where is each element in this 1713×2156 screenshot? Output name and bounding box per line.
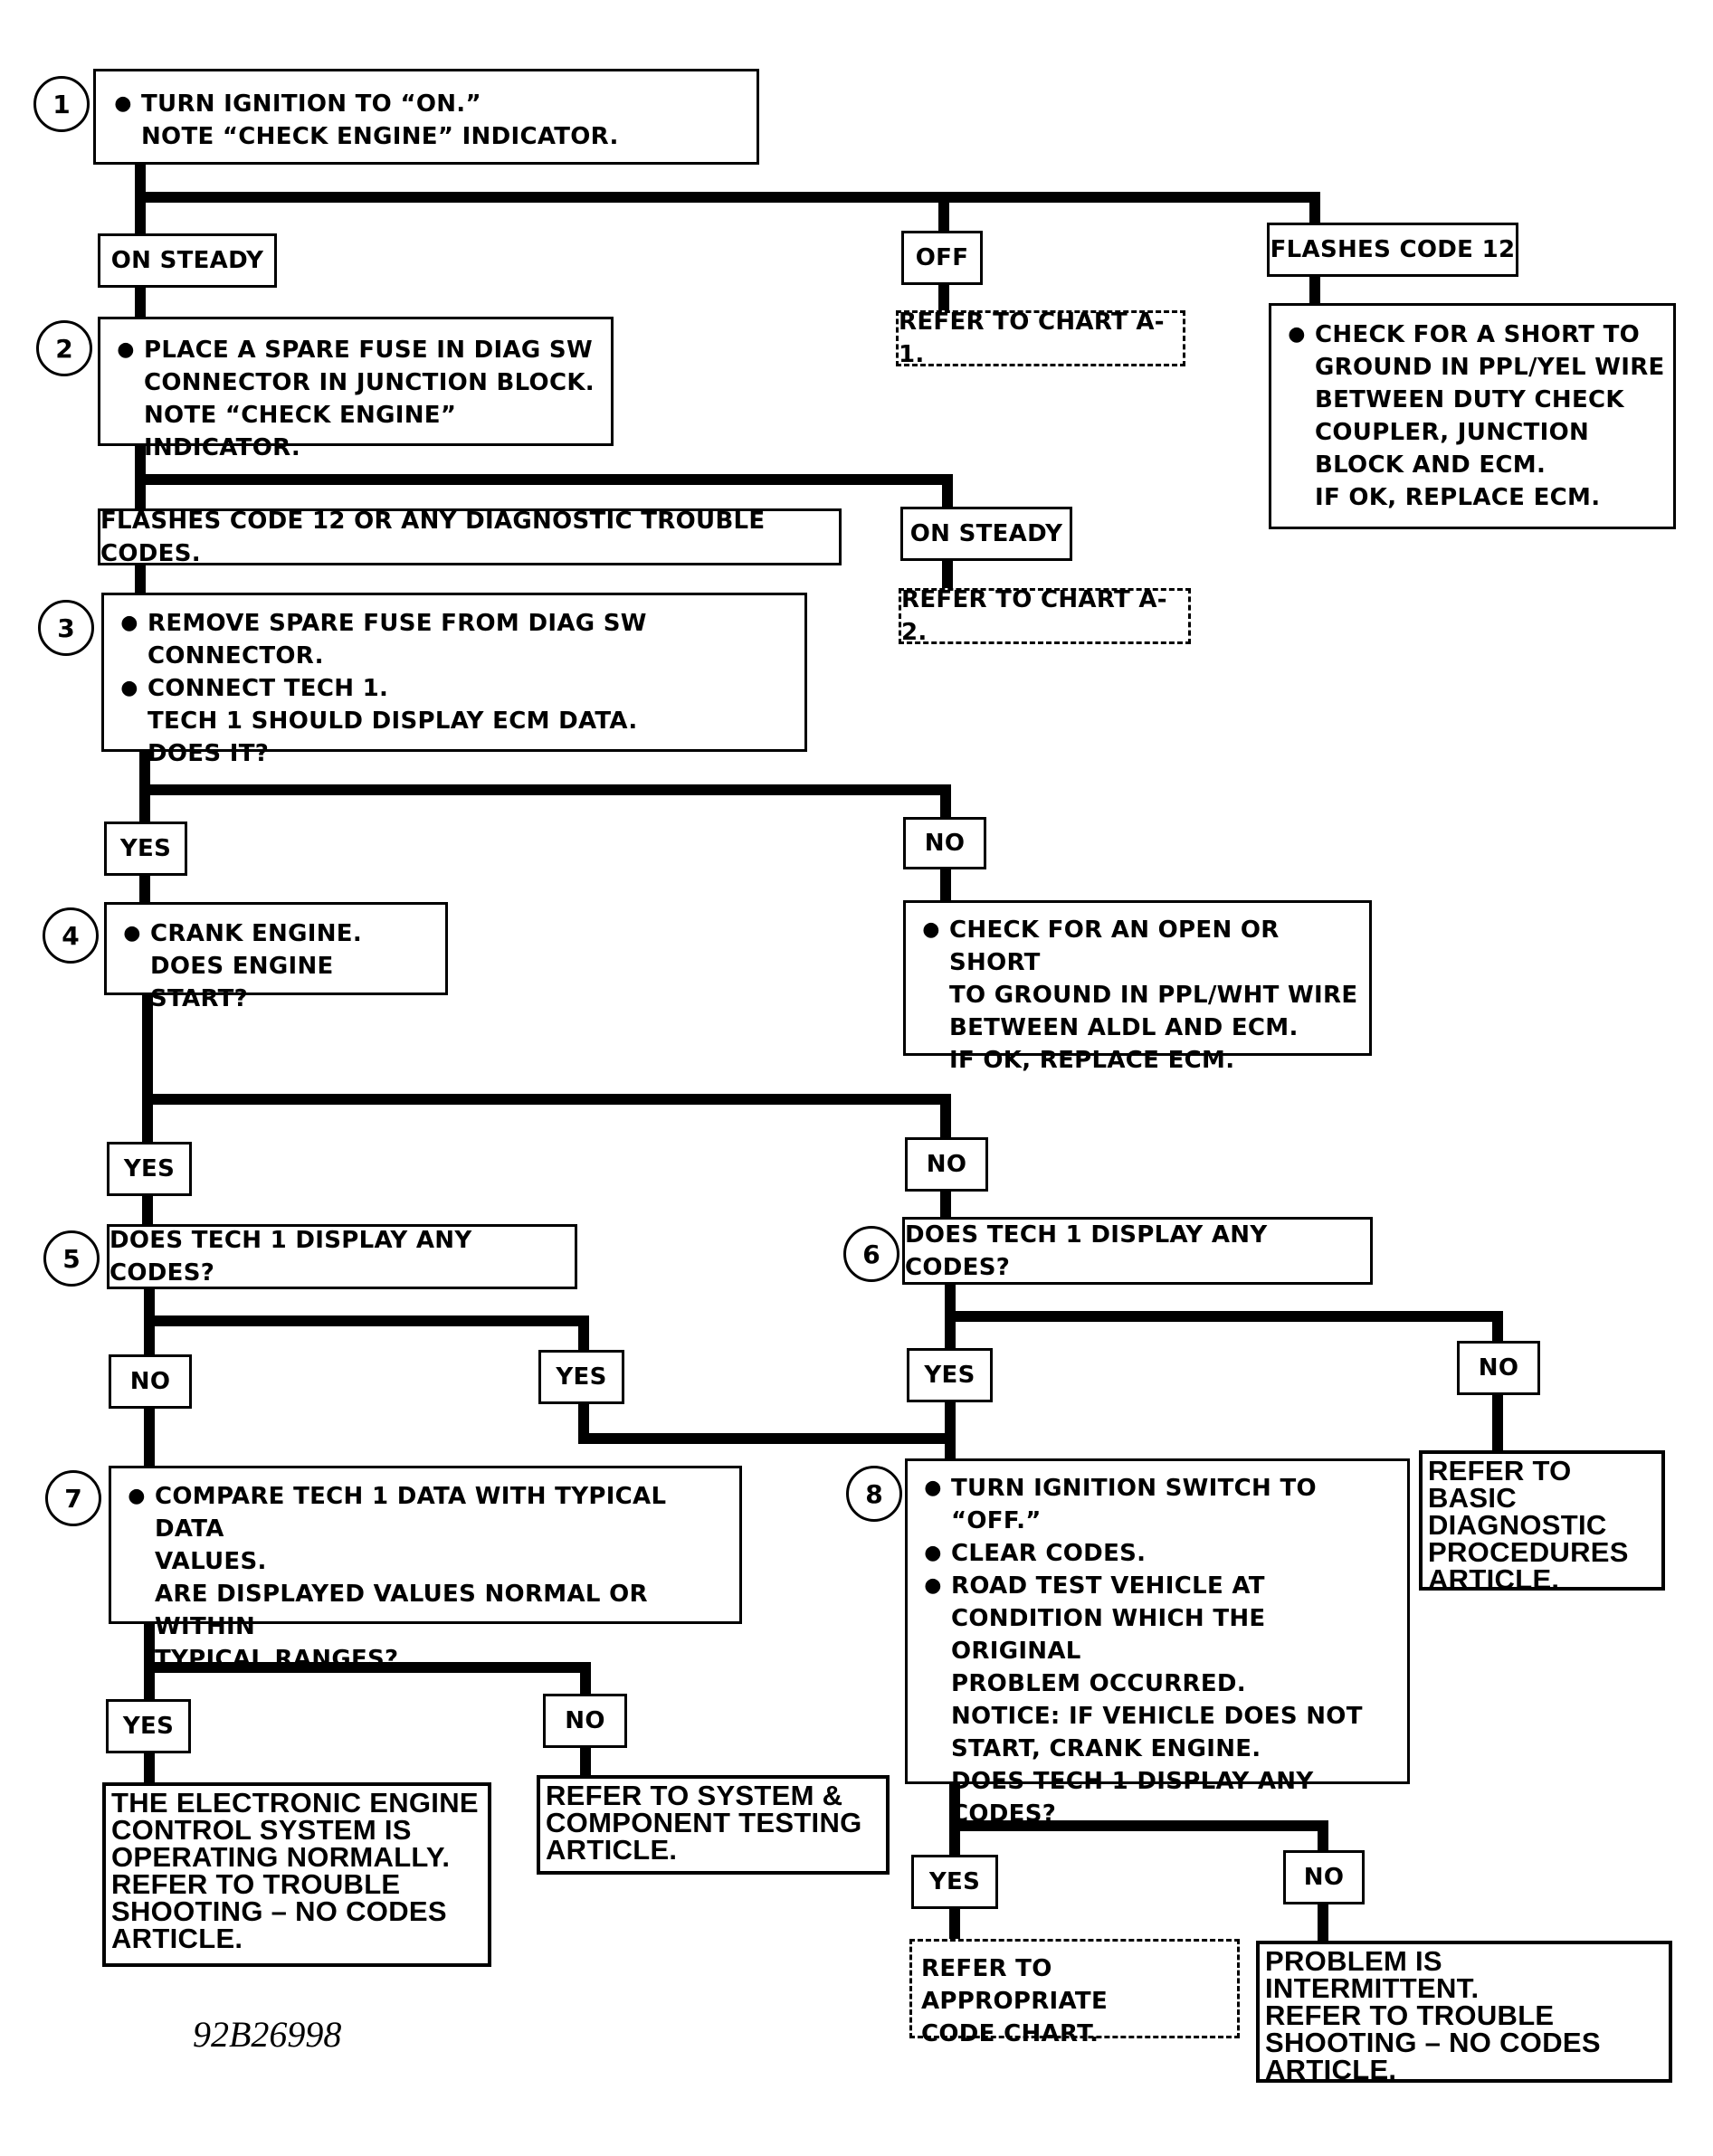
step-number: 7 — [64, 1483, 82, 1514]
label-no: NO — [1283, 1850, 1365, 1904]
step-8-marker: 8 — [846, 1466, 902, 1522]
step-number: 4 — [62, 920, 80, 951]
result-operating-normally: THE ELECTRONIC ENGINE CONTROL SYSTEM IS … — [102, 1782, 491, 1967]
label-yes: YES — [104, 822, 187, 876]
bullet-icon: ● — [924, 1574, 942, 1597]
label-yes: YES — [911, 1855, 998, 1909]
label-no: NO — [903, 817, 986, 869]
step-2-marker: 2 — [36, 320, 92, 376]
result-basic-diagnostic: REFER TO BASIC DIAGNOSTIC PROCEDURES ART… — [1419, 1450, 1665, 1593]
label-off: OFF — [901, 231, 983, 285]
bullet-icon: ● — [120, 677, 138, 699]
result-short-ppl-yel: ●CHECK FOR A SHORT TO GROUND IN PPL/YEL … — [1269, 303, 1676, 529]
step-text: NOTE “CHECK ENGINE” INDICATOR. — [141, 123, 619, 150]
bullet-icon: ● — [120, 612, 138, 634]
bullet-icon: ● — [924, 1477, 942, 1499]
step-5-box: DOES TECH 1 DISPLAY ANY CODES? — [107, 1224, 577, 1289]
label-on-steady: ON STEADY — [900, 507, 1072, 561]
step-text: TURN IGNITION TO “ON.” — [141, 90, 481, 118]
bullet-icon: ● — [123, 922, 141, 945]
step-number: 3 — [57, 613, 75, 643]
figure-id: 92B26998 — [193, 2014, 342, 2055]
bullet-icon: ● — [114, 92, 132, 115]
step-4-marker: 4 — [43, 907, 99, 964]
label-on-steady: ON STEADY — [98, 233, 277, 288]
label-yes: YES — [907, 1348, 993, 1402]
step-3-marker: 3 — [38, 600, 94, 656]
bullet-icon: ● — [1288, 323, 1306, 346]
result-system-component-testing: REFER TO SYSTEM & COMPONENT TESTING ARTI… — [537, 1775, 890, 1875]
step-number: 2 — [55, 333, 73, 364]
step-number: 8 — [865, 1478, 883, 1509]
result-problem-intermittent: PROBLEM IS INTERMITTENT. REFER TO TROUBL… — [1256, 1941, 1672, 2084]
step-number: 6 — [862, 1239, 880, 1269]
step-1-box: ● TURN IGNITION TO “ON.” NOTE “CHECK ENGI… — [93, 69, 759, 165]
step-4-box: ●CRANK ENGINE. DOES ENGINE START? — [104, 902, 448, 1012]
result-appropriate-code-chart: REFER TO APPROPRIATE CODE CHART. — [909, 1939, 1240, 2047]
label-no: NO — [543, 1694, 627, 1748]
step-6-marker: 6 — [843, 1226, 899, 1282]
step-number: 5 — [62, 1243, 81, 1274]
step-5-marker: 5 — [43, 1230, 100, 1287]
label-no: NO — [109, 1354, 192, 1409]
step-3-box: ●REMOVE SPARE FUSE FROM DIAG SW CONNECTO… — [101, 593, 807, 767]
label-flashes-any-codes: FLASHES CODE 12 OR ANY DIAGNOSTIC TROUBL… — [98, 508, 842, 567]
result-open-ppl-wht: ●CHECK FOR AN OPEN OR SHORT TO GROUND IN… — [903, 900, 1372, 1074]
bullet-icon: ● — [924, 1542, 942, 1564]
step-8-box: ●TURN IGNITION SWITCH TO “OFF.” ●CLEAR C… — [905, 1458, 1410, 1828]
step-number: 1 — [52, 89, 71, 119]
step-2-box: ●PLACE A SPARE FUSE IN DIAG SW CONNECTOR… — [98, 317, 614, 461]
bullet-icon: ● — [922, 918, 940, 941]
label-flashes-code-12: FLASHES CODE 12 — [1267, 223, 1518, 277]
step-7-box: ●COMPARE TECH 1 DATA WITH TYPICAL DATA V… — [109, 1466, 742, 1673]
label-no: NO — [1457, 1341, 1540, 1395]
step-6-box: DOES TECH 1 DISPLAY ANY CODES? — [902, 1217, 1373, 1285]
result-chart-a2: REFER TO CHART A-2. — [899, 586, 1191, 646]
label-yes: YES — [107, 1142, 192, 1196]
step-7-marker: 7 — [45, 1470, 101, 1526]
bullet-icon: ● — [128, 1485, 146, 1507]
result-chart-a1: REFER TO CHART A-1. — [896, 309, 1185, 368]
label-yes: YES — [538, 1350, 624, 1404]
bullet-icon: ● — [117, 338, 135, 361]
label-yes: YES — [106, 1699, 191, 1753]
label-no: NO — [905, 1137, 988, 1192]
step-1-marker: 1 — [33, 76, 90, 132]
